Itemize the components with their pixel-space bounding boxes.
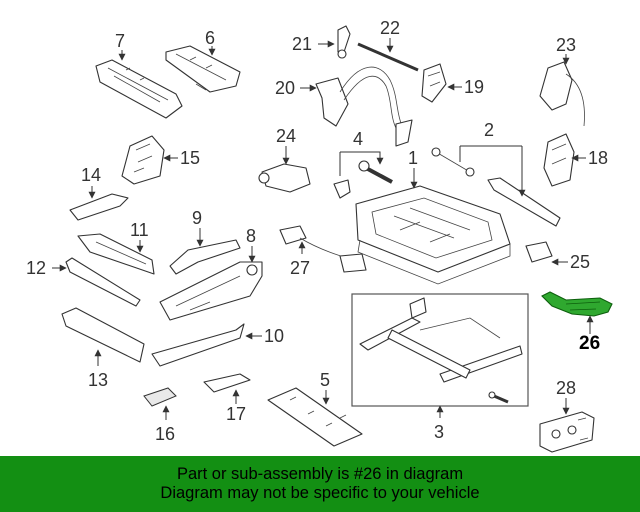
callout-18: 18: [588, 148, 608, 168]
callout-28: 28: [556, 378, 576, 398]
part-24-motor: [258, 163, 311, 193]
part-19-actuator: [421, 63, 447, 103]
part-9-bracket: [169, 239, 241, 275]
part-27-wiring-harness: [279, 225, 367, 273]
part-14-trim-strip: [69, 193, 129, 221]
callout-3: 3: [434, 422, 444, 442]
banner-line-2: Diagram may not be specific to your vehi…: [160, 484, 480, 502]
part-23-latch-assembly: [539, 61, 585, 127]
part-5-base-plate: [267, 387, 363, 447]
exploded-parts-diagram: 7 6 21 22 19 20 23 1: [26, 18, 613, 453]
part-3-seat-track: [359, 297, 523, 383]
part-17-cap: [203, 373, 251, 393]
callout-21: 21: [292, 34, 312, 54]
part-6-armrest-bracket: [165, 45, 241, 93]
callout-6: 6: [205, 28, 215, 48]
part-1-cushion-frame: [355, 185, 511, 285]
part-11-inner-shield: [77, 233, 155, 275]
part-4-bolts: [333, 160, 393, 199]
banner-line-1: Part or sub-assembly is #26 in diagram: [176, 465, 464, 483]
part-3-bolt: [488, 391, 509, 404]
part-20-cable-assembly: [315, 66, 413, 147]
part-7-armrest-cover: [95, 59, 183, 119]
callout-2: 2: [484, 120, 494, 140]
info-banner: Part or sub-assembly is #26 in diagram D…: [0, 456, 640, 512]
callout-1: 1: [408, 148, 418, 168]
callout-24: 24: [276, 126, 296, 146]
part-3-frame-box: [351, 293, 529, 407]
callout-16: 16: [155, 424, 175, 444]
callout-12: 12: [26, 258, 46, 278]
part-28-switch-assembly: [539, 411, 595, 453]
callout-14: 14: [81, 165, 101, 185]
callout-8: 8: [246, 226, 256, 246]
part-21-pin: [337, 25, 351, 59]
callout-27: 27: [290, 258, 310, 278]
callout-4: 4: [353, 129, 363, 149]
callout-19: 19: [464, 77, 484, 97]
callout-13: 13: [88, 370, 108, 390]
part-13-lower-shield: [61, 307, 145, 363]
callout-23: 23: [556, 35, 576, 55]
part-12-shield: [65, 257, 141, 307]
callout-20: 20: [275, 78, 295, 98]
callout-9: 9: [192, 208, 202, 228]
callout-5: 5: [320, 370, 330, 390]
callout-26: 26: [579, 333, 600, 354]
callout-15: 15: [180, 148, 200, 168]
callout-7: 7: [115, 31, 125, 51]
callout-10: 10: [264, 326, 284, 346]
callout-25: 25: [570, 252, 590, 272]
part-10-trim: [151, 323, 245, 367]
part-25-clip: [525, 241, 553, 263]
callout-22: 22: [380, 18, 400, 38]
part-22-rod: [357, 42, 419, 72]
callout-11: 11: [130, 220, 149, 240]
part-18-handle: [543, 133, 575, 187]
part-15-side-cover: [121, 135, 165, 185]
part-16-clip: [143, 387, 177, 407]
part-8-side-shield: [159, 261, 263, 321]
part-26-highlighted: [541, 291, 613, 317]
callout-17: 17: [226, 404, 246, 424]
